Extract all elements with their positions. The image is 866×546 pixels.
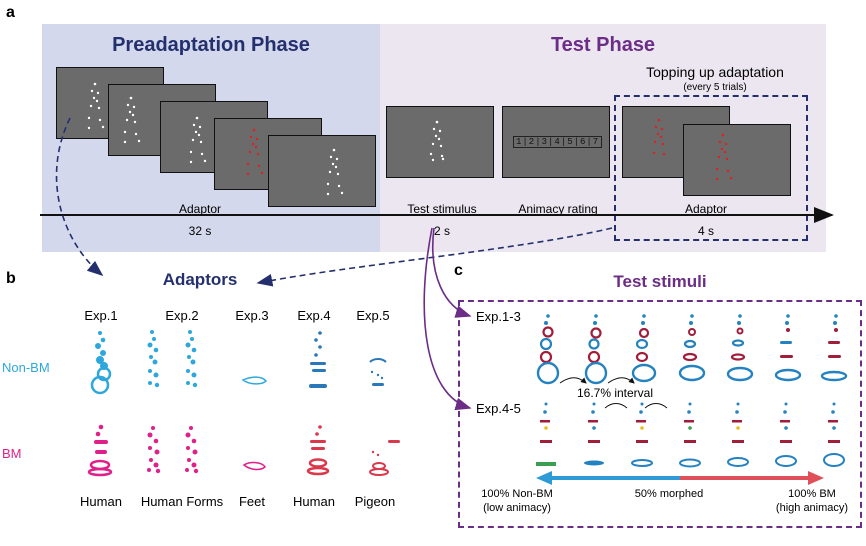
- test-stimuli-box: [458, 300, 862, 528]
- axis-right-label: 100% BM: [788, 488, 836, 500]
- topping-adaptor-screen-2: [683, 124, 791, 196]
- exp-label-4: Exp.4: [297, 308, 331, 323]
- category-human-4: Human: [293, 494, 335, 509]
- test-stimuli-row-1: [536, 314, 848, 409]
- exp-label-3: Exp.3: [235, 308, 269, 323]
- axis-left-sublabel: (low animacy): [483, 502, 551, 514]
- axis-left-label: 100% Non-BM: [481, 488, 553, 500]
- timeline-label-adaptor: Adaptor: [178, 202, 222, 216]
- adaptor-exp3-bm: [242, 461, 266, 471]
- adaptor-exp4-non-bm: [309, 331, 327, 388]
- timeline-label-adaptor-topup: Adaptor: [684, 202, 728, 216]
- adaptor-exp2-bm: [147, 426, 199, 474]
- test-stimuli-row-2: [536, 402, 845, 468]
- category-human-1: Human: [80, 494, 122, 509]
- topping-up-box: [614, 95, 808, 241]
- row-label-exp4-5: Exp.4-5: [476, 401, 521, 416]
- category-pigeon: Pigeon: [354, 494, 396, 509]
- adaptor-screen-5: [268, 135, 376, 207]
- adaptor-exp1-bm: [87, 424, 113, 477]
- category-feet: Feet: [238, 494, 265, 509]
- timeline-duration-test: 2 s: [433, 224, 450, 238]
- row-label-bm: BM: [2, 446, 22, 461]
- timeline-duration-adaptor-topup: 4 s: [697, 224, 714, 238]
- adaptor-exp3-non-bm: [241, 376, 268, 385]
- exp-label-5: Exp.5: [356, 308, 390, 323]
- walker-dots-red: [246, 118, 733, 181]
- adaptor-exp5-bm: [369, 440, 400, 476]
- exp-label-1: Exp.1: [84, 308, 118, 323]
- panel-letter-a: a: [6, 4, 15, 21]
- interval-label: 16.7% interval: [576, 386, 654, 400]
- test-stimulus-screen: [386, 106, 494, 178]
- arrow-to-exp4-5: [423, 227, 472, 411]
- dashed-arrow-preadapt: [55, 117, 104, 277]
- animacy-rating-screen: [502, 106, 610, 178]
- adaptor-exp1-non-bm: [90, 331, 112, 395]
- adaptor-exp5-non-bm: [369, 358, 387, 386]
- dashed-arrow-topup: [256, 227, 613, 287]
- category-human-forms: Human Forms: [140, 494, 224, 509]
- panel-letter-c: c: [454, 262, 463, 279]
- row-label-non-bm: Non-BM: [2, 360, 50, 375]
- topping-subtitle: (every 5 trials): [683, 82, 747, 93]
- adaptor-exp2-non-bm: [147, 330, 198, 388]
- exp-label-2: Exp.2: [165, 308, 199, 323]
- adaptors-title: Adaptors: [162, 270, 238, 289]
- topping-title: Topping up adaptation: [646, 64, 784, 80]
- timeline-duration-adaptor: 32 s: [188, 224, 212, 238]
- test-phase-title: Test Phase: [550, 34, 656, 56]
- arrow-to-exp1-3: [432, 227, 472, 318]
- adaptor-exp4-bm: [306, 425, 330, 476]
- axis-mid-label: 50% morphed: [634, 488, 704, 500]
- timeline-label-test: Test stimulus: [407, 202, 477, 216]
- timeline-label-rating: Animacy rating: [518, 202, 598, 216]
- test-stimuli-title: Test stimuli: [613, 272, 707, 291]
- axis-right-sublabel: (high animacy): [775, 502, 849, 514]
- rating-scale: 1|2|3|4|5|6|7: [513, 136, 603, 148]
- panel-letter-b: b: [6, 270, 16, 287]
- row-label-exp1-3: Exp.1-3: [476, 309, 521, 324]
- walker-dots-white: [87, 82, 445, 196]
- preadaptation-title: Preadaptation Phase: [112, 34, 310, 56]
